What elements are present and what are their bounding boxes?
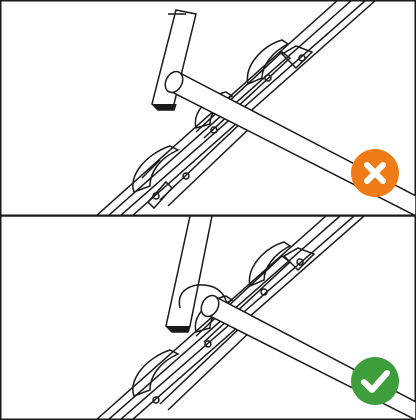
panel-correct-placement [0, 216, 416, 420]
panel-incorrect-placement [0, 0, 416, 216]
badge-circle [351, 357, 399, 405]
incorrect-status-badge [350, 148, 400, 198]
correct-status-badge [350, 356, 400, 406]
cross-icon [364, 162, 386, 184]
check-icon [361, 370, 390, 393]
